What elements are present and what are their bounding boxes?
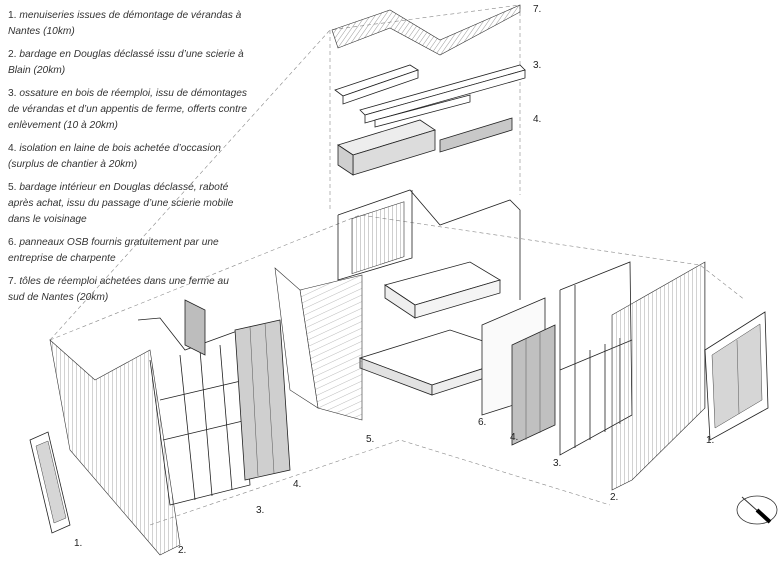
legend-item-6: 6. panneaux OSB fournis gratuitement par…: [8, 237, 219, 264]
label-right-4: 4.: [510, 432, 518, 443]
label-left-2: 2.: [178, 545, 186, 556]
label-left-3: 3.: [256, 505, 264, 516]
label-right-1: 1.: [706, 435, 714, 446]
legend-item-2: 2. bardage en Douglas déclassé issu d’un…: [8, 49, 244, 76]
left-exterior-cladding: [49, 339, 181, 556]
roof-insulation: [337, 117, 513, 176]
roof-framing: [334, 64, 526, 128]
label-left-4: 4.: [293, 479, 301, 490]
right-insulation: [511, 324, 556, 446]
legend-item-7: 7. tôles de réemploi achetées dans une f…: [8, 276, 229, 303]
left-window: [29, 431, 71, 534]
roof-corrugated-sheets: [331, 4, 521, 56]
label-left-1: 1.: [74, 538, 82, 549]
legend-item-3: 3. ossature en bois de réemploi, issu de…: [8, 88, 248, 131]
label-roof-3: 3.: [533, 60, 541, 71]
ground-outline: [49, 4, 746, 526]
legend: 1. menuiseries issues de démontage de vé…: [8, 8, 248, 313]
label-right-2: 2.: [610, 492, 618, 503]
right-exterior-cladding: [611, 261, 706, 491]
label-center-5: 5.: [366, 434, 374, 445]
interior-cladding-panel: [274, 267, 363, 421]
left-framing: [137, 317, 251, 506]
label-roof-4: 4.: [533, 114, 541, 125]
legend-item-5: 5. bardage intérieur en Douglas déclassé…: [8, 182, 234, 225]
right-window: [704, 311, 769, 441]
label-center-6: 6.: [478, 417, 486, 428]
label-right-3: 3.: [553, 458, 561, 469]
left-insulation: [184, 299, 291, 481]
legend-item-1: 1. menuiseries issues de démontage de vé…: [8, 10, 242, 37]
north-arrow-icon: [736, 495, 778, 525]
label-roof-7: 7.: [533, 4, 541, 15]
legend-item-4: 4. isolation en laine de bois achetée d’…: [8, 143, 221, 170]
